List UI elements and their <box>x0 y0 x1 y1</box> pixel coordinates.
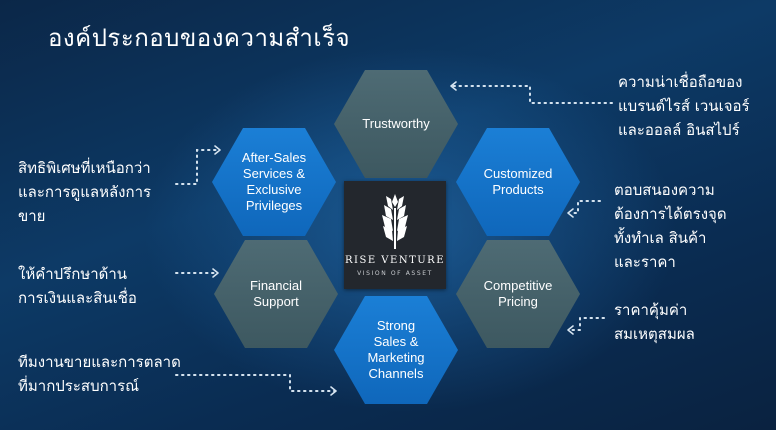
leaf-emblem-icon <box>382 194 408 249</box>
arrowhead-customized <box>567 208 574 218</box>
arrowhead-competitive <box>567 325 574 335</box>
arrowhead-sales-marketing <box>330 386 337 396</box>
hex-after-sales-label: After-Sales Services & Exclusive Privile… <box>241 150 307 213</box>
arrowhead-after-sales <box>214 145 221 155</box>
arrowhead-financial <box>212 268 219 278</box>
connector-trustworthy <box>451 85 613 104</box>
note-trustworthy: ความน่าเชื่อถือของ แบรนด์ไรส์ เวนเจอร์ แ… <box>618 73 750 139</box>
logo-name: RISE VENTURE <box>344 255 445 266</box>
arrowhead-trustworthy <box>450 81 457 91</box>
hex-sales-marketing-label: Strong Sales & Marketing Channels <box>367 318 425 381</box>
connector-sales-marketing <box>175 374 337 392</box>
hex-financial-support-label: Financial Support <box>249 278 303 309</box>
connector-competitive <box>569 317 605 331</box>
hex-trustworthy-label: Trustworthy <box>362 116 430 131</box>
note-after-sales: สิทธิพิเศษที่เหนือกว่า และการดูแลหลังการ… <box>18 159 152 225</box>
connector-after-sales <box>175 149 221 185</box>
logo-tagline: VISION OF ASSET <box>357 270 433 277</box>
hex-customized-products-label: Customized Products <box>483 166 553 197</box>
note-sales-marketing: ทีมงานขายและการตลาด ที่มากประสบการณ์ <box>18 353 181 395</box>
connector-customized <box>569 200 601 214</box>
hex-competitive-pricing-label: Competitive Pricing <box>483 278 553 309</box>
rise-venture-logo: RISE VENTURE VISION OF ASSET <box>344 181 446 289</box>
note-competitive-pricing: ราคาคุ้มค่า สมเหตุสมผล <box>614 301 695 343</box>
note-financial-support: ให้คำปรึกษาด้าน การเงินและสินเชื่อ <box>18 265 137 307</box>
note-customized-products: ตอบสนองความ ต้องการได้ตรงจุด ทั้งทำเล สิ… <box>614 181 727 271</box>
slide-title: องค์ประกอบของความสำเร็จ <box>48 24 351 52</box>
